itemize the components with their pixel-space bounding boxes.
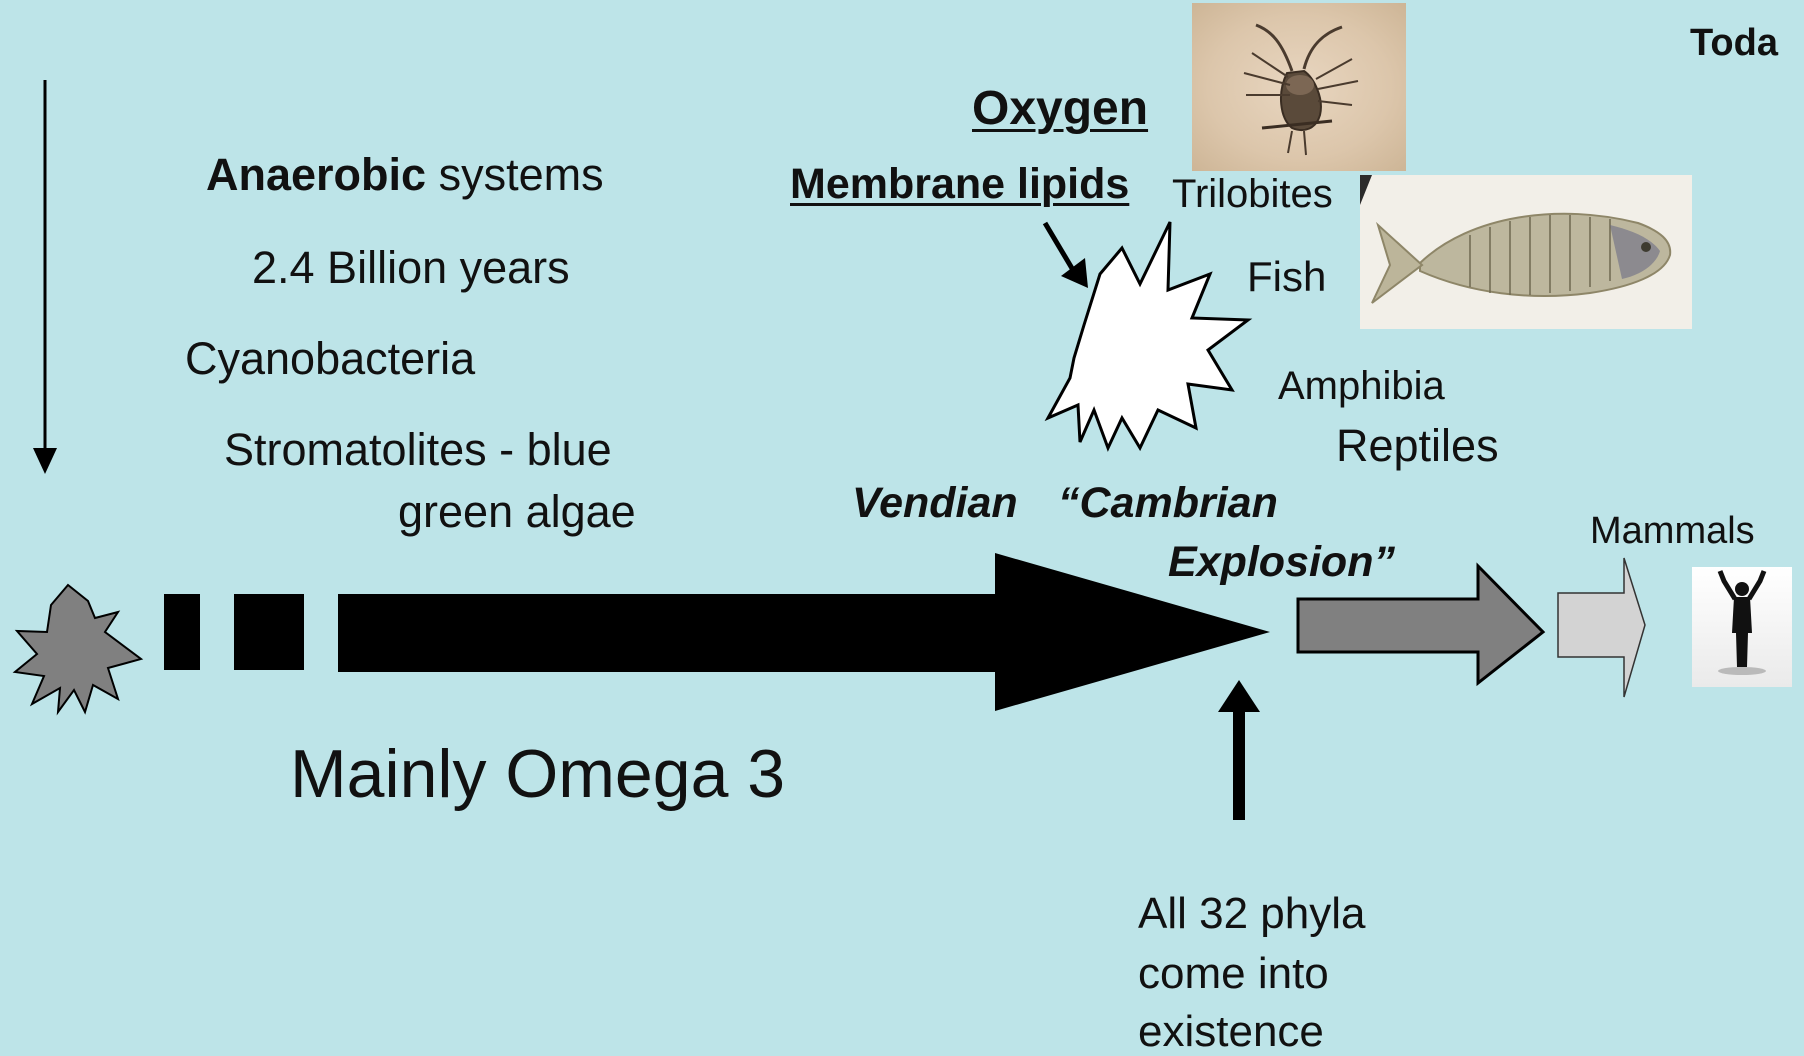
- timeline-dash-1: [164, 594, 200, 670]
- mainly-omega-3-label: Mainly Omega 3: [290, 740, 785, 808]
- fish-label: Fish: [1247, 256, 1326, 298]
- stromatolites-line2: green algae: [398, 489, 636, 534]
- timeline-dash-2: [234, 594, 304, 670]
- origin-starburst: [15, 585, 141, 712]
- light-timeline-arrow: [1558, 558, 1645, 697]
- human-silhouette-image: [1692, 567, 1792, 687]
- membrane-lipids-label: Membrane lipids: [790, 163, 1129, 206]
- phyla-line1: All 32 phyla: [1138, 892, 1365, 936]
- cambrian-explosion-line2: Explosion”: [1168, 541, 1395, 584]
- fish-icon: [1360, 175, 1692, 329]
- phyla-up-arrow: [1218, 680, 1260, 820]
- cambrian-explosion-line1: “Cambrian: [1058, 482, 1278, 525]
- amphibia-label: Amphibia: [1278, 366, 1445, 406]
- mammals-label: Mammals: [1590, 512, 1755, 550]
- anaerobic-systems-label: Anaerobic systems: [206, 152, 604, 197]
- trilobites-label: Trilobites: [1172, 174, 1333, 214]
- cyanobacteria-label: Cyanobacteria: [185, 336, 475, 381]
- fish-fossil-image: [1360, 175, 1692, 329]
- vendian-label: Vendian: [852, 482, 1018, 525]
- main-timeline-arrow: [338, 553, 1270, 711]
- today-label: Toda: [1690, 24, 1778, 62]
- billion-years-label: 2.4 Billion years: [252, 245, 570, 290]
- membrane-lipids-arrow: [1045, 223, 1088, 288]
- reptiles-label: Reptiles: [1336, 423, 1499, 468]
- human-silhouette-icon: [1692, 567, 1792, 687]
- stromatolites-line1: Stromatolites - blue: [224, 427, 612, 472]
- trilobite-fossil-image: [1192, 3, 1406, 171]
- oxygen-label: Oxygen: [972, 85, 1148, 133]
- anaerobic-bold: Anaerobic: [206, 149, 426, 200]
- systems-text: systems: [426, 149, 604, 200]
- time-down-arrow: [33, 80, 57, 474]
- cambrian-starburst: [1048, 222, 1248, 448]
- phyla-line3: existence: [1138, 1010, 1324, 1054]
- phyla-line2: come into: [1138, 952, 1329, 996]
- trilobite-icon: [1192, 3, 1406, 171]
